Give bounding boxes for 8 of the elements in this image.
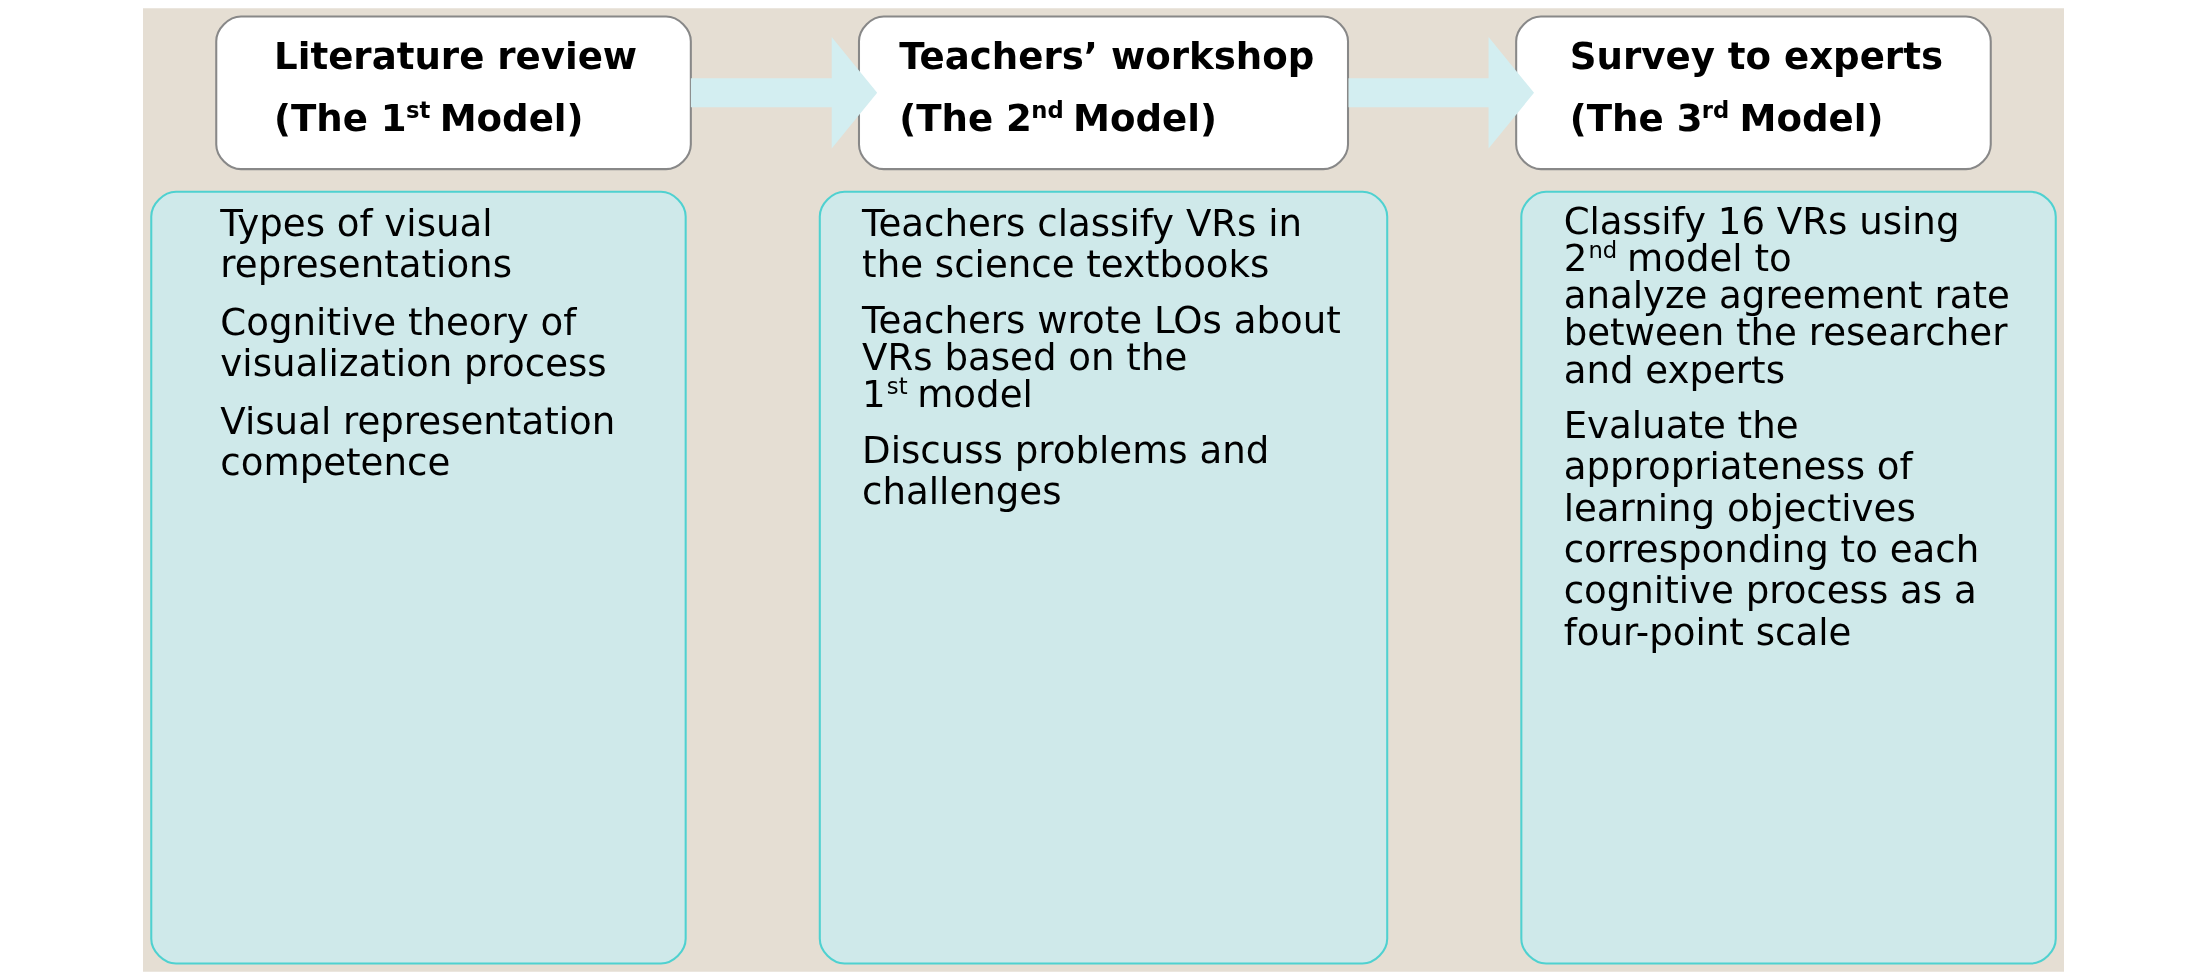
node-box: Teachers’ workshop (The 2$^{nd}$ Model) xyxy=(857,15,1350,171)
node-box: Teachers classify VRs in the science textbooks Teachers wrote LOs about VRs based on the 1$^{st}$ model Discuss problems and challenges xyxy=(818,190,1389,965)
arrow xyxy=(1348,37,1535,149)
node-box: Classify 16 VRs using 2$^{nd}$ model to analyze agreement rate between the researcher and experts Evaluate the appropriateness of learning objectives corresponding to each cognitive process as a four-point scale xyxy=(1520,190,2057,965)
node-box: Survey to experts (The 3$^{rd}$ Model) xyxy=(1515,15,1992,171)
node-box: Types of visual representations Cognitive theory of visualization process Visual representation competence xyxy=(150,190,687,965)
node-box: Literature review (The 1$^{st}$ Model) xyxy=(215,15,692,171)
arrow xyxy=(690,37,878,149)
